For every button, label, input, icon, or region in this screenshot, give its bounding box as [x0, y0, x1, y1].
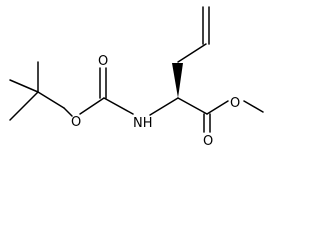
bond-nitrogen-to-alpha-carbon	[149, 97, 179, 116]
bond-tbu-methyl-left-upper	[9, 79, 39, 93]
atom-label-carbamate-ether-oxygen: O	[71, 115, 81, 130]
bond-quaternary-to-oxygen	[63, 107, 73, 117]
atom-label-ester-ether-oxygen: O	[230, 96, 240, 111]
bond-tbu-methyl-left-lower	[9, 91, 39, 121]
atom-label-carbamate-carbonyl-oxygen: O	[98, 54, 108, 69]
bond-carbamate-carbon-to-nitrogen	[103, 97, 134, 115]
chemical-structure-diagram: O O NH O O	[9, 6, 264, 149]
bond-ester-carbon-to-oxygen	[206, 100, 229, 115]
bond-alpha-to-ester-carbon	[177, 97, 208, 115]
atom-label-ester-carbonyl-oxygen: O	[203, 134, 213, 149]
bond-oxygen-to-carbamate-carbon	[79, 97, 105, 115]
atom-label-amide-nitrogen: NH	[133, 116, 153, 131]
wedge-bond-side-chain	[172, 63, 183, 98]
bond-oxygen-to-methyl	[243, 100, 264, 113]
bond-side-chain-to-vinyl	[177, 43, 207, 63]
bond-tbu-to-quaternary	[37, 91, 65, 109]
